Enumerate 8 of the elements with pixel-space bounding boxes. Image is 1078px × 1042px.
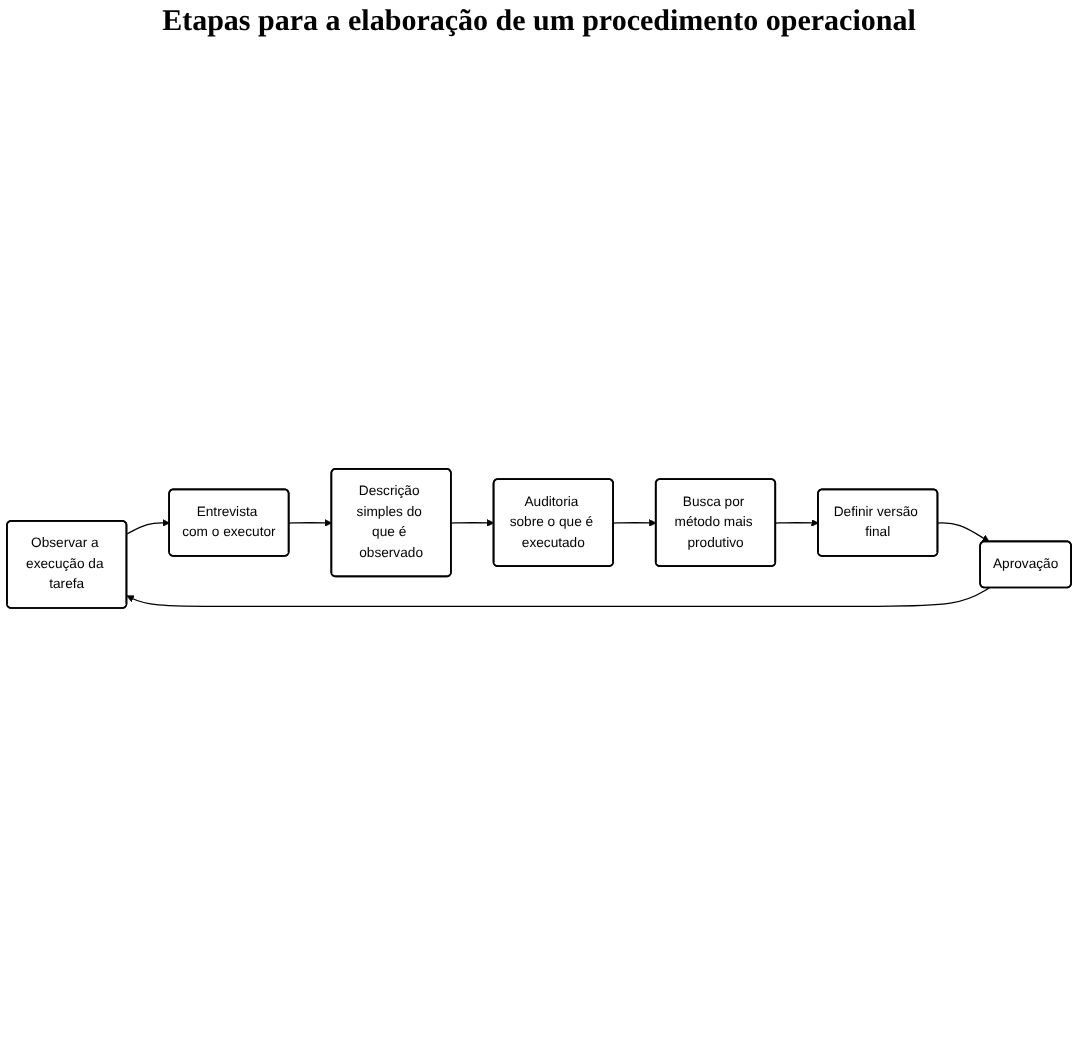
arrow [126,519,170,536]
diagram-title: Etapas para a elaboração de um procedimento operacional [160,4,918,42]
arrow [612,519,657,528]
arrow [775,519,819,528]
arrow [126,587,990,608]
arrow [450,519,495,528]
arrow [937,522,990,543]
arrow [288,519,333,528]
